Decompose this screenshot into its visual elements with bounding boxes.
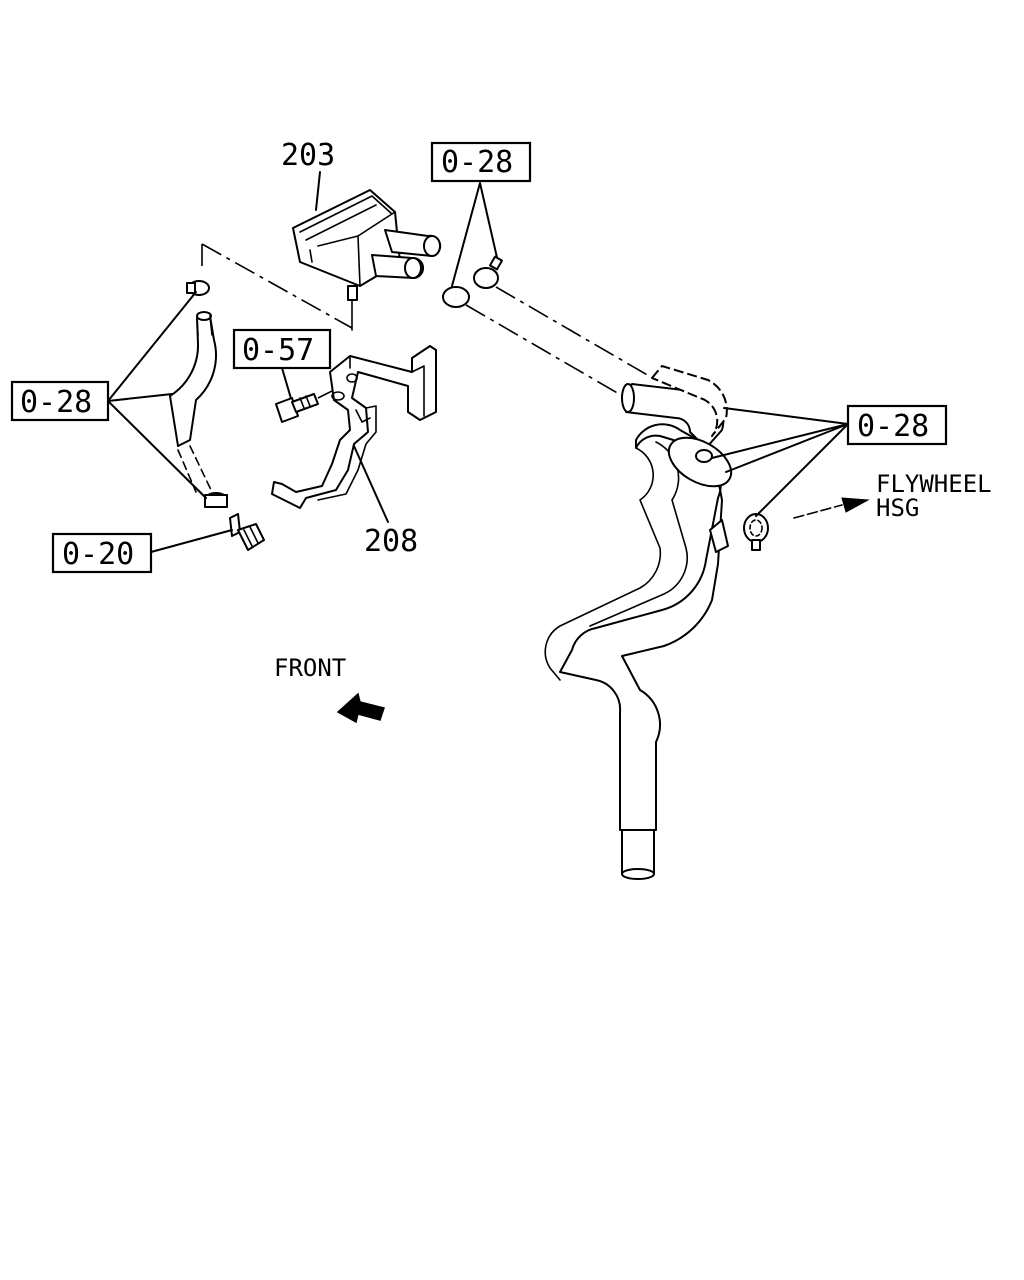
connection-line-203 [201, 243, 353, 329]
svg-text:0-57: 0-57 [242, 333, 314, 368]
flywheel-note-line1: FLYWHEEL [876, 470, 992, 498]
callout-020[interactable]: 0-20 [51, 532, 153, 574]
svg-text:0-28: 0-28 [857, 409, 929, 444]
flywheel-arrow [793, 497, 870, 519]
leader-028-top [451, 182, 499, 287]
bracket-208 [271, 345, 437, 509]
clamp-020 [229, 513, 265, 551]
connection-line-main-hose [465, 286, 657, 399]
hose-clamp-top [442, 255, 503, 308]
callout-057[interactable]: 0-57 [232, 328, 332, 370]
bolt-057 [275, 379, 355, 423]
callout-028-top[interactable]: 0-28 [430, 141, 532, 183]
svg-text:0-28: 0-28 [20, 385, 92, 420]
front-arrow-icon [336, 692, 385, 724]
leader-208 [353, 445, 389, 523]
label-203: 203 [281, 138, 335, 173]
callout-028-left[interactable]: 0-28 [10, 380, 110, 422]
svg-text:0-28: 0-28 [441, 145, 513, 180]
left-hose [169, 280, 228, 508]
svg-text:0-20: 0-20 [62, 537, 134, 572]
flywheel-note-line2: HSG [876, 494, 919, 522]
leader-203 [315, 171, 321, 211]
leader-028-right [711, 407, 849, 517]
front-label: FRONT [274, 654, 346, 682]
label-208: 208 [364, 524, 418, 559]
leader-020 [150, 529, 233, 553]
component-203 [292, 189, 442, 331]
leader-057 [281, 367, 293, 403]
main-hose [544, 365, 733, 880]
callout-028-right[interactable]: 0-28 [846, 404, 948, 446]
leader-028-left [107, 291, 207, 499]
hose-clamp-right [743, 513, 769, 551]
